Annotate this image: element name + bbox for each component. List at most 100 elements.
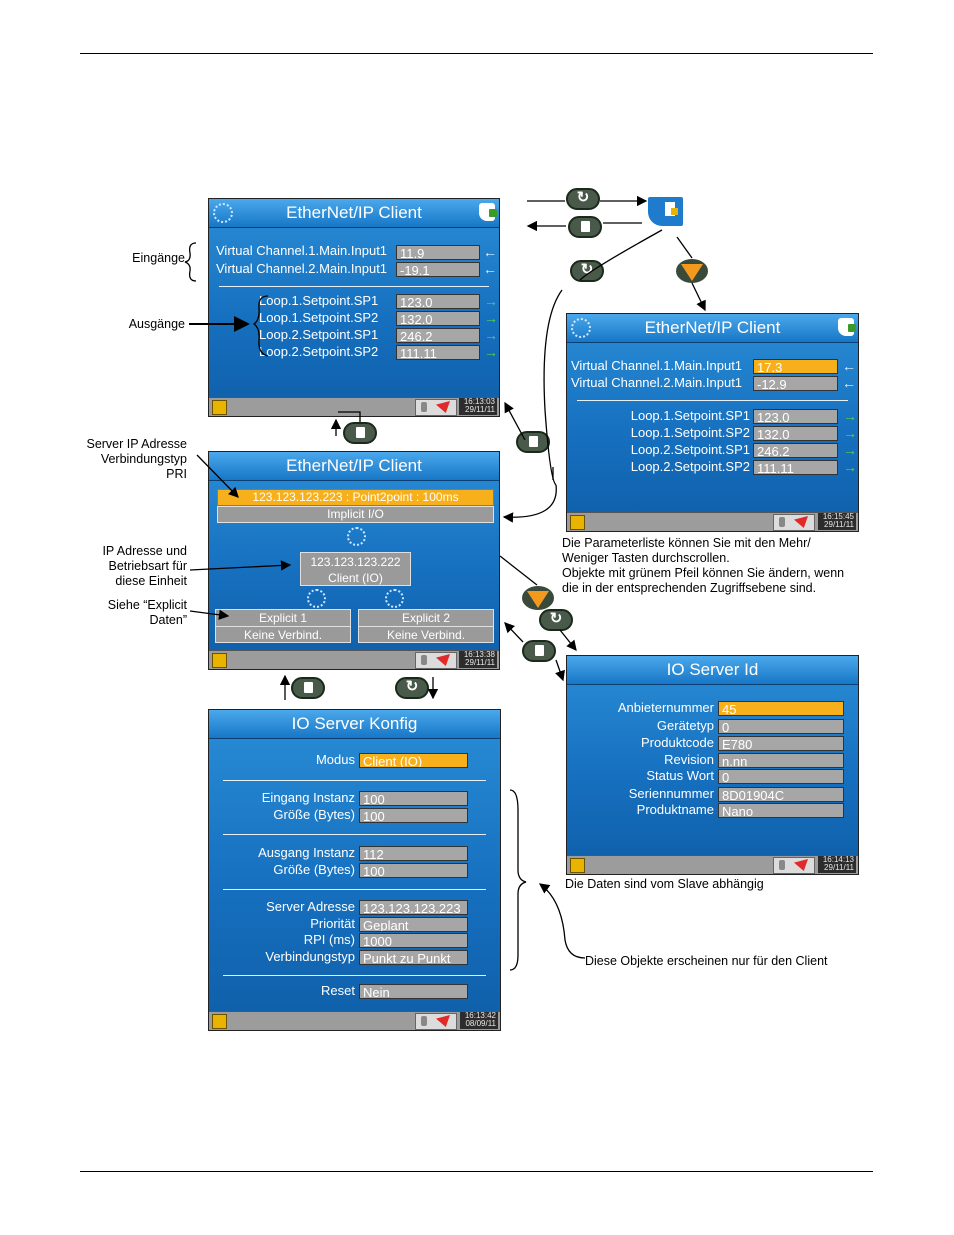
field-value[interactable]: Client (IO) — [359, 753, 468, 768]
output-value[interactable]: 246.2 — [396, 328, 480, 343]
page-key-icon[interactable] — [516, 431, 550, 453]
field-value: 8D01904C — [718, 787, 844, 802]
page-key-icon[interactable] — [343, 422, 377, 444]
screen-ethernet-client-top: EtherNet/IP Client Virtual Channel.1.Mai… — [208, 198, 500, 417]
field-value[interactable]: 1000 — [359, 933, 468, 948]
field-label: Seriennummer — [628, 786, 714, 801]
editable-arrow-icon: → — [843, 442, 857, 458]
explicit-2-status: Keine Verbind. — [386, 628, 466, 642]
document-icon — [665, 202, 675, 216]
page-key-icon[interactable] — [522, 640, 556, 662]
screen-title: EtherNet/IP Client — [567, 314, 858, 343]
editable-arrow-icon: → — [843, 408, 857, 424]
screen-io-server-config: IO Server Konfig Modus Client (IO) Einga… — [208, 709, 501, 1031]
divider — [223, 975, 486, 976]
navigation-icon[interactable] — [838, 318, 856, 336]
field-value: 0 — [718, 769, 844, 784]
field-value[interactable]: Nein — [359, 984, 468, 999]
editable-arrow-icon: → — [843, 459, 857, 475]
output-label: Loop.1.Setpoint.SP2 — [259, 310, 379, 325]
annotation-line: die in der entsprechenden Zugriffsebene … — [562, 581, 817, 595]
output-value[interactable]: 111.11 — [753, 460, 838, 475]
lower-key-icon[interactable] — [675, 258, 709, 284]
explicit-2-button[interactable]: Explicit 2 Keine Verbind. — [358, 609, 494, 643]
field-label: Server Adresse — [266, 899, 355, 914]
editable-arrow-icon: → — [484, 310, 498, 326]
time: 16:13:42 — [464, 1011, 496, 1020]
output-value[interactable]: 132.0 — [396, 311, 480, 326]
time: 16:15:45 — [822, 512, 854, 521]
unit-mode: Client (IO) — [328, 571, 383, 585]
home-icon[interactable] — [212, 400, 227, 415]
scroll-key-icon[interactable] — [570, 260, 604, 282]
scroll-key-icon[interactable] — [566, 188, 600, 210]
home-icon[interactable] — [212, 1014, 227, 1029]
home-icon[interactable] — [570, 858, 585, 873]
field-value[interactable]: Geplant — [359, 917, 468, 932]
status-icons — [415, 1013, 457, 1030]
scroll-key-icon[interactable] — [539, 609, 573, 631]
input-value[interactable]: 17.3 — [753, 359, 838, 374]
date: 08/09/11 — [465, 1019, 496, 1028]
field-label: Gerätetyp — [656, 718, 714, 733]
home-icon[interactable] — [212, 653, 227, 668]
screen-title: EtherNet/IP Client — [209, 452, 499, 481]
scroll-key-icon[interactable] — [395, 677, 429, 699]
page-key-icon[interactable] — [291, 677, 325, 699]
unit-config-button[interactable]: 123.123.123.222 Client (IO) — [300, 552, 411, 586]
field-label: RPI (ms) — [303, 932, 355, 947]
divider — [223, 889, 486, 890]
busy-spinner-icon — [213, 203, 233, 223]
output-value[interactable]: 111.11 — [396, 345, 480, 360]
time: 16:13:03 — [463, 397, 495, 406]
annotation-line: PRI — [166, 467, 187, 481]
field-value[interactable]: 100 — [359, 791, 468, 806]
explicit-1-label: Explicit 1 — [216, 610, 350, 627]
output-value[interactable]: 123.0 — [396, 294, 480, 309]
top-rule — [80, 53, 873, 54]
busy-spinner-icon — [571, 318, 591, 338]
pen-icon — [779, 860, 785, 870]
explicit-1-button[interactable]: Explicit 1 Keine Verbind. — [215, 609, 351, 643]
field-label: Größe (Bytes) — [273, 862, 355, 877]
divider — [219, 286, 489, 287]
date: 29/11/11 — [824, 863, 854, 872]
output-value[interactable]: 123.0 — [753, 409, 838, 424]
pen-icon — [779, 517, 785, 527]
field-value[interactable]: 100 — [359, 808, 468, 823]
page-key-icon[interactable] — [568, 216, 602, 238]
annotation-inputs: Eingänge — [132, 251, 185, 265]
field-value[interactable]: Punkt zu Punkt — [359, 950, 468, 965]
annotation-slave: Die Daten sind vom Slave abhängig — [565, 877, 764, 891]
output-value[interactable]: 132.0 — [753, 426, 838, 441]
navigation-tile-icon[interactable] — [648, 197, 683, 226]
screen-title: EtherNet/IP Client — [209, 199, 499, 228]
field-value[interactable]: 112 — [359, 846, 468, 861]
field-value[interactable]: 100 — [359, 863, 468, 878]
field-value[interactable]: 123.123.123.223 — [359, 900, 468, 915]
read-only-arrow-icon: ← — [842, 375, 856, 391]
server-connection-button[interactable]: 123.123.123.223 : Point2point : 100ms — [217, 489, 494, 506]
lower-key-icon[interactable] — [521, 585, 555, 611]
screen-ethernet-client-right: EtherNet/IP Client Virtual Channel.1.Mai… — [566, 313, 859, 532]
implicit-io-button[interactable]: Implicit I/O — [217, 506, 494, 523]
output-label: Loop.1.Setpoint.SP1 — [630, 408, 750, 423]
annotation-line: Objekte mit grünem Pfeil können Sie ände… — [562, 566, 845, 580]
editable-arrow-icon: → — [484, 344, 498, 360]
explicit-2-label: Explicit 2 — [359, 610, 493, 627]
home-icon[interactable] — [570, 515, 585, 530]
input-value: 11.9 — [396, 245, 480, 260]
annotation-server-ip: Server IP Adresse Verbindungstyp PRI — [86, 437, 187, 482]
navigation-icon[interactable] — [479, 203, 497, 221]
annotation-explicit: Siehe “Explicit Daten” — [108, 598, 187, 628]
output-value[interactable]: 246.2 — [753, 443, 838, 458]
output-label: Loop.2.Setpoint.SP2 — [630, 459, 750, 474]
input-label: Virtual Channel.2.Main.Input1 — [216, 261, 388, 276]
date: 29/11/11 — [824, 520, 854, 529]
